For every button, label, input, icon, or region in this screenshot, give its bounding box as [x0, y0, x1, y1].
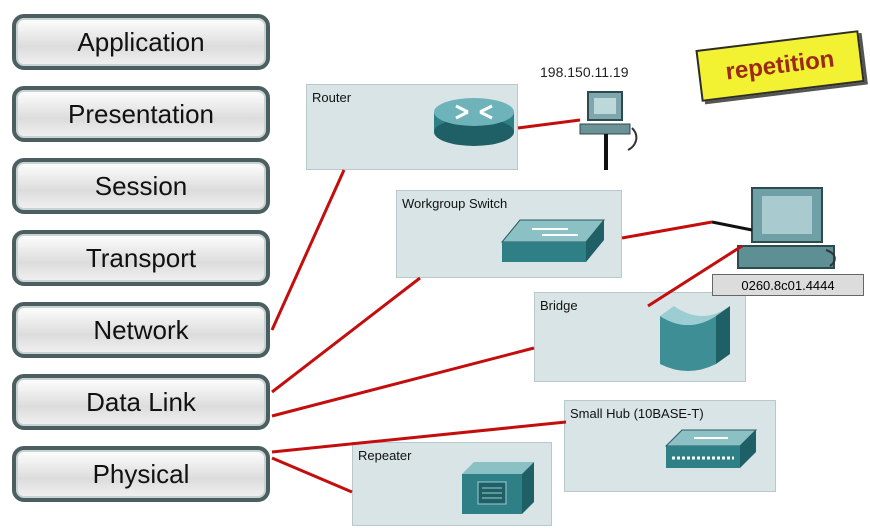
switch-label: Workgroup Switch [402, 196, 508, 211]
link-bridge-workstation [647, 244, 743, 308]
link-switch-workstation [621, 220, 713, 240]
link-router-computer [517, 118, 581, 130]
hub-icon [664, 429, 758, 468]
layer-application: Application [12, 14, 270, 70]
layer-label: Application [77, 26, 205, 57]
layer-transport: Transport [12, 230, 270, 286]
switch-icon [500, 219, 606, 262]
layer-label: Data Link [86, 386, 196, 417]
link-physical-repeater [271, 456, 353, 494]
hub-label: Small Hub (10BASE-T) [570, 406, 704, 421]
layer-network: Network [12, 302, 270, 358]
repeater-icon [462, 462, 534, 514]
mac-address-label: 0260.8c01.4444 [712, 274, 864, 296]
layer-data-link: Data Link [12, 374, 270, 430]
router-icon [434, 98, 514, 146]
link-physical-hub [271, 420, 567, 454]
layer-session: Session [12, 158, 270, 214]
workstation-icon [711, 187, 836, 269]
bridge-icon [660, 306, 730, 371]
layer-label: Session [94, 170, 188, 201]
layer-label: Network [93, 314, 189, 345]
bridge-panel: Bridge [534, 292, 746, 382]
link-datalink-switch [271, 276, 421, 394]
badge-text: repetition [724, 45, 836, 86]
link-network-router [270, 169, 346, 331]
router-label: Router [312, 90, 352, 105]
computer-icon [579, 91, 638, 170]
layer-physical: Physical [12, 446, 270, 502]
layer-label: Physical [92, 458, 190, 489]
ip-address-label: 198.150.11.19 [540, 64, 629, 80]
layer-presentation: Presentation [12, 86, 270, 142]
repeater-label: Repeater [358, 448, 412, 463]
layer-label: Transport [85, 242, 197, 273]
bridge-label: Bridge [540, 298, 578, 313]
layer-label: Presentation [68, 98, 214, 129]
link-datalink-bridge [271, 346, 535, 418]
connection-links [270, 118, 743, 494]
mac-address-text: 0260.8c01.4444 [741, 277, 835, 293]
